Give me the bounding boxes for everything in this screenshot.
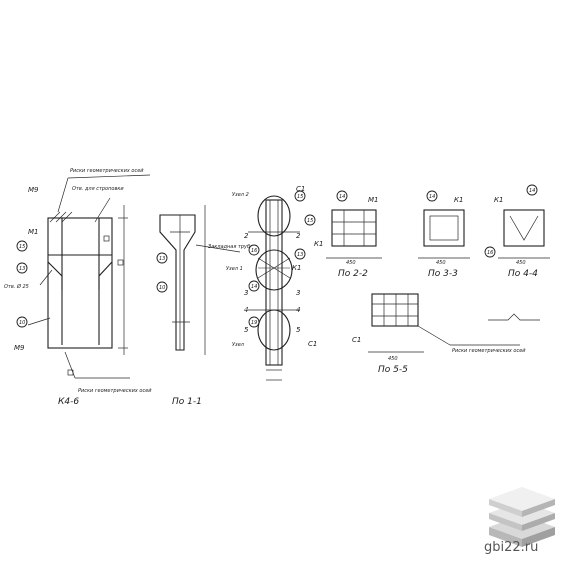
- svg-text:5: 5: [296, 326, 301, 334]
- s33-dim: 450: [436, 260, 446, 266]
- s11-note-insert: Закладная трубка: [208, 244, 256, 250]
- svg-text:13: 13: [159, 256, 165, 262]
- svg-text:14: 14: [251, 284, 257, 290]
- svg-text:М1: М1: [368, 196, 379, 204]
- node-label-bot: Узел: [232, 342, 245, 348]
- k4-note-top: Риски геометрических осей: [70, 168, 144, 174]
- watermark-text: gbi22.ru: [484, 540, 539, 555]
- s33-caption: По 3-3: [428, 269, 458, 279]
- svg-text:10: 10: [159, 285, 165, 291]
- svg-text:4: 4: [244, 306, 248, 314]
- s55-dim: 450: [388, 356, 398, 362]
- svg-text:М1: М1: [28, 228, 39, 236]
- view-section-4-4: 14 16 К1 450 По 4-4: [484, 184, 550, 279]
- s22-caption: По 2-2: [338, 269, 368, 279]
- svg-text:16: 16: [251, 248, 257, 254]
- s55-note: Риски геометрических осей: [452, 348, 526, 354]
- svg-text:15: 15: [307, 218, 313, 224]
- svg-text:19: 19: [251, 320, 257, 326]
- svg-text:С1: С1: [308, 340, 317, 348]
- k4-caption: К4-6: [58, 397, 79, 407]
- s22-dim: 450: [346, 260, 356, 266]
- k4-note-bottom: Риски геометрических осей: [78, 388, 152, 394]
- view-node-column: 15 16 13 14 19 С1 К1 С1 2 2 3 3 4 4 5 5 …: [226, 185, 317, 381]
- svg-text:3: 3: [244, 289, 248, 297]
- view-section-3-3: 14 К1 450 По 3-3: [418, 190, 470, 279]
- svg-text:3: 3: [296, 289, 300, 297]
- svg-text:2: 2: [244, 232, 249, 240]
- svg-text:С1: С1: [296, 185, 305, 193]
- svg-text:13: 13: [297, 252, 303, 258]
- site-logo: [489, 487, 555, 547]
- node-label-top: Узел 2: [232, 192, 249, 198]
- svg-text:15: 15: [19, 244, 25, 250]
- svg-text:14: 14: [529, 188, 535, 194]
- node-label-mid: Узел 1: [226, 266, 243, 272]
- k4-note-hole: Отв. для строповки: [72, 186, 124, 192]
- svg-text:10: 10: [19, 320, 25, 326]
- view-section-2-2: 14 15 М1 К1 450 По 2-2: [304, 190, 382, 279]
- s44-caption: По 4-4: [508, 269, 538, 279]
- k4-note-left: Отв. Ø 25: [4, 283, 29, 290]
- svg-text:5: 5: [244, 326, 249, 334]
- view-k4-6: 15 13 10 М9 М1 М9 Риски геометрических о…: [4, 168, 152, 407]
- svg-text:К1: К1: [454, 196, 463, 204]
- svg-text:М9: М9: [28, 186, 39, 194]
- view-section-5-5: С1 450 Риски геометрических осей По 5-5: [352, 293, 540, 375]
- view-section-1-1: 13 10 Закладная трубка По 1-1: [156, 205, 256, 407]
- svg-text:14: 14: [429, 194, 435, 200]
- svg-text:К1: К1: [314, 240, 323, 248]
- svg-text:К1: К1: [494, 196, 503, 204]
- svg-text:С1: С1: [352, 336, 361, 344]
- svg-text:К1: К1: [292, 264, 301, 272]
- svg-text:13: 13: [19, 266, 25, 272]
- svg-text:4: 4: [296, 306, 300, 314]
- svg-text:15: 15: [297, 194, 303, 200]
- s44-dim: 450: [516, 260, 526, 266]
- svg-text:2: 2: [296, 232, 301, 240]
- s55-caption: По 5-5: [378, 365, 408, 375]
- svg-text:14: 14: [339, 194, 345, 200]
- svg-text:16: 16: [487, 250, 493, 256]
- svg-text:М9: М9: [14, 344, 25, 352]
- s11-caption: По 1-1: [172, 397, 202, 407]
